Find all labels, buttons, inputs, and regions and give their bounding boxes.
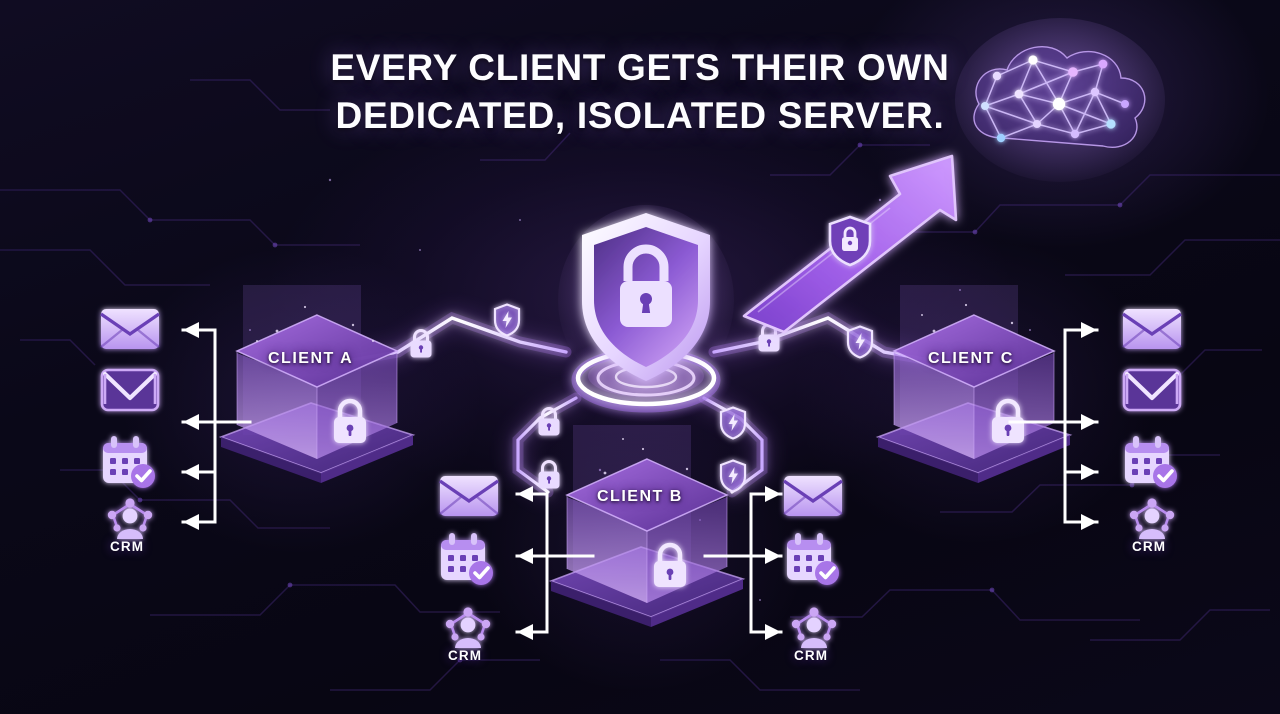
padlock-icon — [538, 407, 560, 436]
page-title: EVERY CLIENT GETS THEIR OWN DEDICATED, I… — [0, 44, 1280, 140]
client-b-right-crm-label: CRM — [794, 648, 829, 663]
email-icon — [1122, 309, 1182, 349]
email-icon — [439, 476, 499, 516]
crm-icon — [1129, 498, 1175, 539]
email-open-icon — [100, 368, 160, 412]
shield-bolt-icon — [719, 406, 747, 440]
link-hub-to-client-b-left — [512, 392, 582, 498]
client-b-right-output-bus — [703, 486, 783, 640]
crm-icon — [445, 607, 491, 648]
shield-bolt-icon — [719, 459, 747, 493]
shield-bolt-icon — [846, 325, 874, 359]
network-cloud — [955, 18, 1165, 182]
padlock-icon — [654, 542, 686, 587]
client-a-output-bus — [181, 322, 252, 530]
padlock-icon — [410, 329, 432, 358]
email-icon — [783, 476, 843, 516]
link-hub-to-client-c — [708, 311, 936, 366]
padlock-icon — [334, 398, 366, 443]
client-a-crm-label: CRM — [110, 539, 145, 554]
client-c-crm-label: CRM — [1132, 539, 1167, 554]
central-security-shield[interactable] — [556, 205, 736, 405]
calendar-icon — [1125, 436, 1177, 488]
calendar-icon — [787, 533, 839, 585]
calendar-icon — [441, 533, 493, 585]
crm-icon — [107, 498, 153, 539]
shield-lock-icon — [828, 215, 872, 267]
client-a-node[interactable] — [205, 285, 435, 485]
calendar-icon — [103, 436, 155, 488]
crm-icon — [791, 607, 837, 648]
client-b-left-crm-label: CRM — [448, 648, 483, 663]
padlock-icon — [538, 460, 560, 489]
client-b-left-output-bus — [515, 486, 595, 640]
email-open-icon — [1122, 368, 1182, 412]
client-b-node[interactable] — [535, 425, 765, 635]
client-c-output-bus — [1008, 322, 1099, 530]
email-icon — [100, 309, 160, 349]
headline-line-2: DEDICATED, ISOLATED SERVER. — [335, 95, 945, 137]
shield-bolt-icon — [493, 303, 521, 337]
headline-line-1: EVERY CLIENT GETS THEIR OWN — [330, 47, 950, 88]
